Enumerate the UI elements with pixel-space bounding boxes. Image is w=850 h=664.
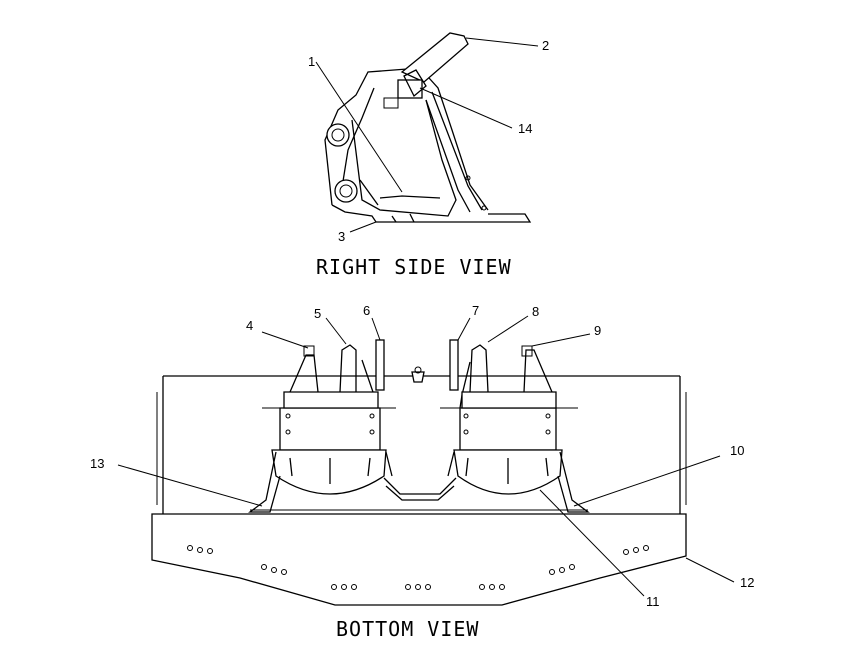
- callout-1: 1: [308, 54, 315, 69]
- callout-9: 9: [594, 323, 601, 338]
- callout-3: 3: [338, 229, 345, 244]
- callout-10: 10: [730, 443, 744, 458]
- callout-12: 12: [740, 575, 754, 590]
- callout-13: 13: [90, 456, 104, 471]
- callout-6: 6: [363, 303, 370, 318]
- callout-7: 7: [472, 303, 479, 318]
- bottom-view-drawing: [151, 339, 687, 606]
- bottom-view-leaders: [117, 315, 735, 597]
- callout-5: 5: [314, 306, 321, 321]
- callout-11: 11: [646, 594, 660, 609]
- right-bracket-assembly: [440, 339, 590, 513]
- side-view-leaders: [315, 37, 539, 233]
- bottom-view-caption: BOTTOM VIEW: [336, 617, 479, 641]
- right-side-view-caption: RIGHT SIDE VIEW: [316, 255, 512, 279]
- callout-4: 4: [246, 318, 253, 333]
- left-bracket-assembly: [248, 339, 396, 513]
- bolt-holes: [187, 545, 649, 590]
- right-side-view-drawing: [324, 32, 532, 223]
- callout-8: 8: [532, 304, 539, 319]
- callout-2: 2: [542, 38, 549, 53]
- callout-14: 14: [518, 121, 532, 136]
